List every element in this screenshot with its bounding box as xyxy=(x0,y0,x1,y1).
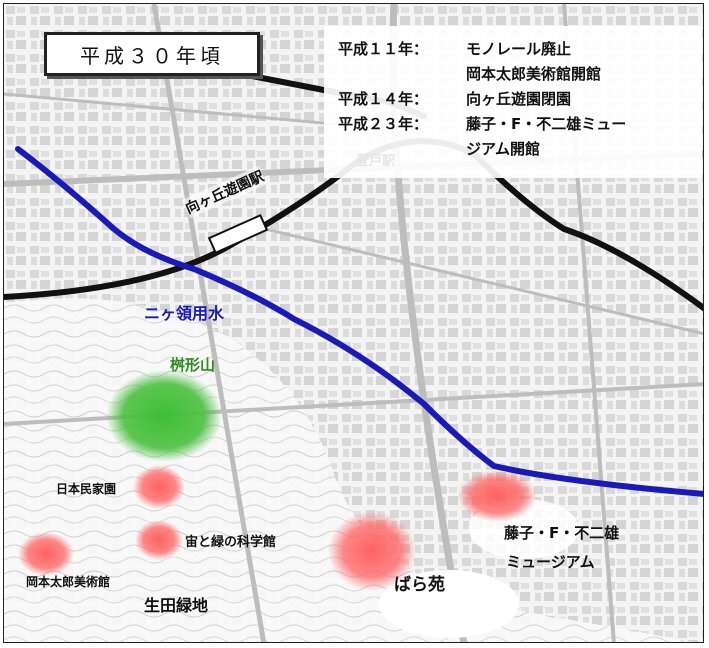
science-museum-marker xyxy=(135,520,183,560)
timeline-event: モノレール廃止 xyxy=(466,40,572,58)
timeline-year: 平成１４年： xyxy=(338,90,429,108)
timeline-year: 平成１１年： xyxy=(338,40,429,58)
label-nihon-minkaen: 日本民家園 xyxy=(56,482,117,496)
masugatayama-area xyxy=(106,370,222,462)
timeline-event: 岡本太郎美術館開館 xyxy=(466,65,602,83)
map-frame: 平成３０年頃 平成１１年： モノレール廃止 岡本太郎美術館開館 平成１４年： 向ヶ丘… xyxy=(3,3,704,643)
timeline-panel: 平成１１年： モノレール廃止 岡本太郎美術館開館 平成１４年： 向ヶ丘遊園閉園 平成… xyxy=(324,26,702,178)
timeline-row: 平成２３年： 藤子・F・不二雄ミュー xyxy=(338,113,626,134)
label-masugatayama: 桝形山 xyxy=(170,356,216,374)
timeline-row: 平成１４年： 向ヶ丘遊園閉園 xyxy=(338,88,571,109)
label-canal: ニヶ領用水 xyxy=(144,304,225,323)
nihon-minkaen-marker xyxy=(133,465,185,509)
baraen-marker xyxy=(328,511,416,591)
era-title-box: 平成３０年頃 xyxy=(44,32,260,76)
timeline-event: 藤子・F・不二雄ミュー xyxy=(466,115,627,133)
fujiko-museum-marker xyxy=(457,470,537,522)
label-science-museum: 宙と緑の科学館 xyxy=(185,535,277,550)
canal-line xyxy=(15,146,703,497)
timeline-event: 向ヶ丘遊園閉園 xyxy=(466,90,572,108)
label-okamoto-museum: 岡本太郎美術館 xyxy=(26,575,111,589)
era-title: 平成３０年頃 xyxy=(80,43,224,68)
timeline-year: 平成２３年： xyxy=(338,115,429,133)
station-marker xyxy=(207,213,269,255)
okamoto-museum-marker xyxy=(18,532,74,576)
label-noborito-station: 登戸駅 xyxy=(356,154,396,169)
timeline-event: ジアム開館 xyxy=(466,140,540,158)
label-fujiko-museum-line2: ミュージアム xyxy=(506,553,595,571)
label-baraen: ばら苑 xyxy=(394,575,445,595)
open-area xyxy=(379,570,519,638)
label-ikuta-ryokuchi: 生田緑地 xyxy=(144,596,209,615)
label-fujiko-museum-line1: 藤子・F・不二雄 xyxy=(504,524,620,542)
timeline-row: 平成１１年： モノレール廃止 xyxy=(338,38,571,59)
